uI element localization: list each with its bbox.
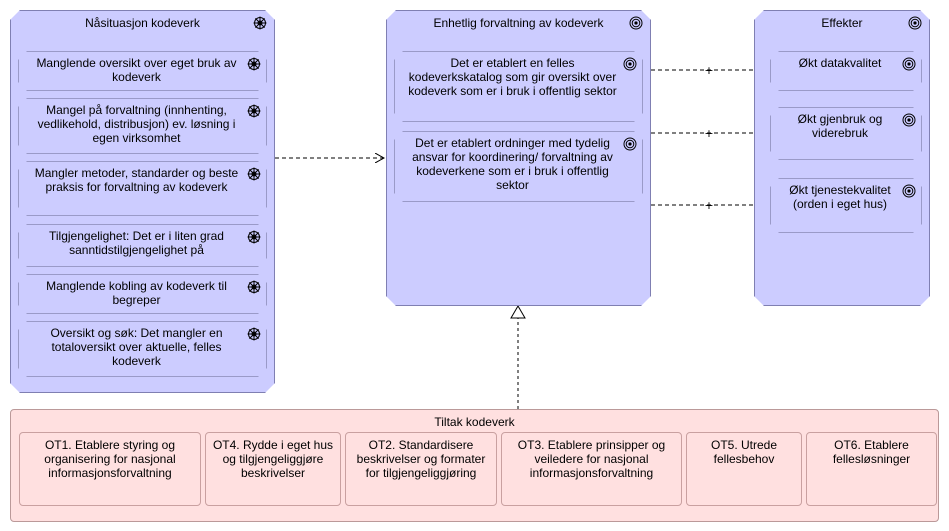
realization-connector-tiltak-enhetlig[interactable]	[510, 305, 526, 409]
work-package-label: OT4. Rydde i eget hus og tilgjengeliggjø…	[212, 438, 334, 480]
assessment-oversikt-eget-bruk[interactable]: Manglende oversikt over eget bruk av kod…	[18, 51, 267, 91]
assessment-mangel-forvaltning[interactable]: Mangel på forvaltning (innhenting, vedli…	[18, 98, 267, 154]
work-package-ot1[interactable]: OT1. Etablere styring og organisering fo…	[19, 432, 201, 506]
driver-icon	[247, 167, 261, 181]
influence-connector-katalog-datakvalitet[interactable]: +	[651, 64, 768, 77]
assessment-label: Manglende kobling av kodeverk til begrep…	[46, 279, 227, 307]
work-package-label: OT3. Etablere prinsipper og veiledere fo…	[517, 438, 666, 480]
work-package-label: OT5. Utrede fellesbehov	[710, 438, 778, 466]
work-package-label: OT1. Etablere styring og organisering fo…	[44, 438, 176, 480]
driver-icon	[247, 327, 261, 341]
work-package-ot4[interactable]: OT4. Rydde i eget hus og tilgjengeliggjø…	[205, 432, 341, 506]
goal-label: Det er etablert en felles kodeverkskatal…	[408, 56, 617, 98]
assessment-tilgjengelighet[interactable]: Tilgjengelighet: Det er i liten grad san…	[18, 224, 267, 267]
goal-felles-kodeverkskatalog[interactable]: Det er etablert en felles kodeverkskatal…	[394, 51, 643, 122]
work-package-ot3[interactable]: OT3. Etablere prinsipper og veiledere fo…	[501, 432, 682, 506]
assessment-label: Manglende oversikt over eget bruk av kod…	[36, 56, 237, 84]
goal-icon	[623, 57, 637, 71]
svg-text:+: +	[704, 199, 713, 212]
assessment-label: Tilgjengelighet: Det er i liten grad san…	[49, 229, 224, 257]
assessment-mangler-metoder[interactable]: Mangler metoder, standarder og beste pra…	[18, 161, 267, 216]
work-package-ot2[interactable]: OT2. Standardisere beskrivelser og forma…	[345, 432, 497, 506]
driver-icon	[247, 280, 261, 294]
goal-okt-tjenestekvalitet[interactable]: Økt tjenestekvalitet (orden i eget hus)	[770, 178, 922, 233]
goal-icon	[902, 184, 916, 198]
goal-label: Det er etablert ordninger med tydelig an…	[412, 136, 613, 192]
driver-icon	[247, 104, 261, 118]
assessment-oversikt-sok[interactable]: Oversikt og søk: Det mangler en totalove…	[18, 321, 267, 377]
influence-connector-enhetlig-tjenestekvalitet[interactable]: +	[651, 199, 768, 212]
goal-icon	[623, 137, 637, 151]
assessment-label: Oversikt og søk: Det mangler en totalove…	[50, 326, 223, 368]
work-package-ot6[interactable]: OT6. Etablere fellesløsninger	[806, 432, 937, 506]
svg-text:+: +	[704, 64, 713, 77]
goal-okt-datakvalitet[interactable]: Økt datakvalitet	[770, 51, 922, 91]
goal-label: Økt tjenestekvalitet (orden i eget hus)	[789, 183, 891, 211]
work-package-label: OT6. Etablere fellesløsninger	[832, 438, 911, 466]
work-package-label: OT2. Standardisere beskrivelser og forma…	[356, 438, 486, 480]
goal-label: Økt datakvalitet	[798, 56, 882, 70]
driver-icon	[247, 230, 261, 244]
goal-icon	[902, 113, 916, 127]
goal-ordninger-ansvar[interactable]: Det er etablert ordninger med tydelig an…	[394, 131, 643, 202]
work-package-ot5[interactable]: OT5. Utrede fellesbehov	[686, 432, 802, 506]
group-tiltak-title: Tiltak kodeverk	[434, 415, 515, 429]
influence-connector-ordninger-gjenbruk[interactable]: +	[651, 127, 768, 140]
goal-label: Økt gjenbruk og viderebruk	[797, 112, 883, 140]
goal-icon	[902, 57, 916, 71]
svg-text:+: +	[704, 127, 713, 140]
driver-icon	[247, 57, 261, 71]
assessment-label: Mangler metoder, standarder og beste pra…	[34, 166, 239, 194]
goal-okt-gjenbruk[interactable]: Økt gjenbruk og viderebruk	[770, 107, 922, 160]
assessment-label: Mangel på forvaltning (innhenting, vedli…	[37, 103, 236, 145]
assessment-kobling-begreper[interactable]: Manglende kobling av kodeverk til begrep…	[18, 274, 267, 314]
